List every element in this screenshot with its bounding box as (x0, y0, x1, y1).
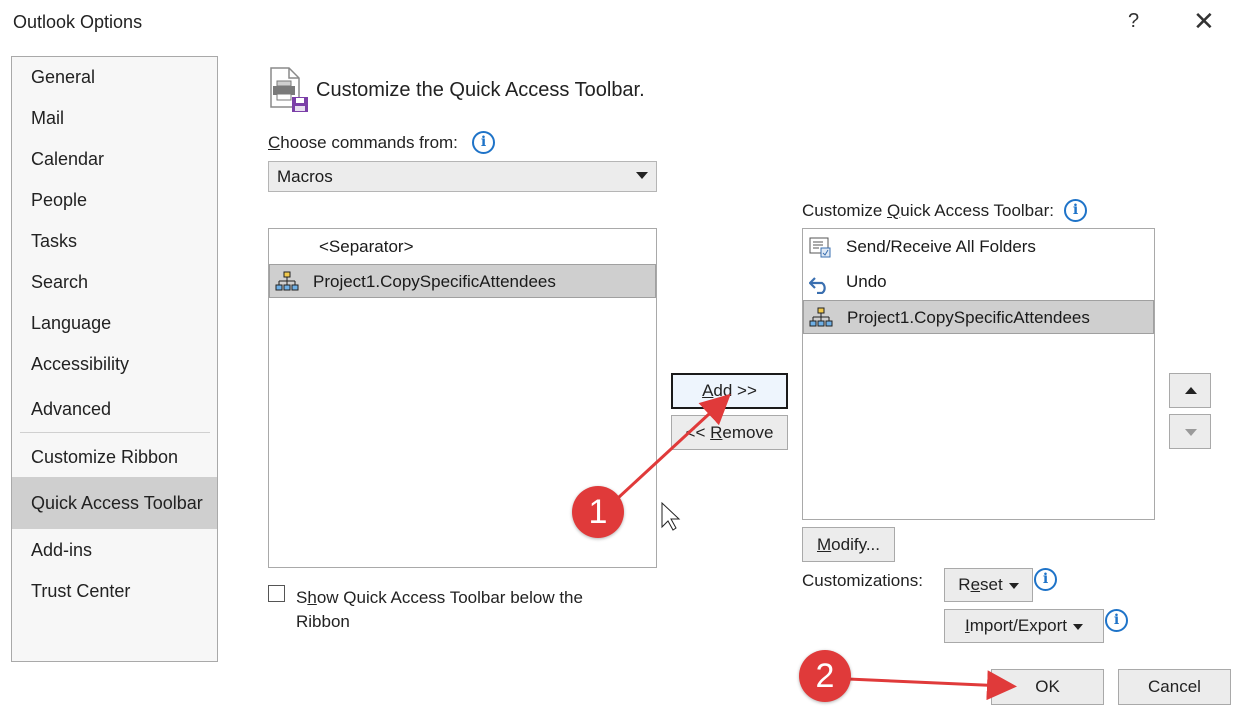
list-item-undo[interactable]: Undo (803, 265, 1154, 299)
nav-item-trust-center[interactable]: Trust Center (31, 581, 131, 601)
chevron-down-icon (1073, 623, 1084, 630)
reset-info-icon[interactable]: i (1034, 568, 1057, 591)
send-receive-icon (809, 236, 831, 270)
undo-icon (808, 272, 831, 306)
chevron-down-icon (636, 172, 648, 179)
nav-item-tasks[interactable]: Tasks (31, 231, 78, 251)
mouse-cursor-icon (661, 501, 681, 531)
cancel-button[interactable]: Cancel (1118, 669, 1231, 705)
remove-button[interactable]: << Remove (671, 415, 788, 450)
nav-item-calendar[interactable]: Calendar (31, 149, 105, 169)
close-button[interactable]: ✕ (1193, 6, 1215, 36)
list-item-macro-toolbar[interactable]: Project1.CopySpecificAttendees (803, 300, 1154, 334)
choose-commands-info-icon[interactable]: i (472, 131, 495, 154)
move-up-button[interactable] (1169, 373, 1211, 408)
triangle-up-icon (1185, 387, 1197, 394)
window-title: Outlook Options (13, 12, 143, 32)
annotation-badge-2: 2 (799, 650, 851, 702)
quick-access-toolbar-icon (268, 67, 310, 118)
help-button[interactable]: ? (1128, 10, 1140, 32)
triangle-down-icon (1185, 429, 1197, 436)
nav-item-people[interactable]: People (31, 190, 88, 210)
options-nav: General Mail Calendar People Tasks Searc… (11, 56, 218, 662)
add-button[interactable]: Add >> (671, 373, 788, 409)
annotation-arrow-2 (847, 670, 1017, 701)
chevron-down-icon (1008, 582, 1019, 589)
list-item-separator[interactable]: <Separator> (319, 237, 414, 256)
section-heading: Customize the Quick Access Toolbar. (316, 79, 645, 101)
import-export-info-icon[interactable]: i (1105, 609, 1128, 632)
nav-item-general[interactable]: General (31, 67, 96, 87)
nav-item-language[interactable]: Language (31, 313, 112, 333)
nav-divider (20, 432, 210, 433)
commands-list[interactable]: <Separator> Project1.CopySpecificAttende… (268, 228, 657, 568)
nav-item-accessibility[interactable]: Accessibility (31, 354, 130, 374)
choose-commands-dropdown[interactable]: Macros (268, 161, 657, 192)
nav-item-mail[interactable]: Mail (31, 108, 65, 128)
macro-icon (809, 307, 833, 341)
toolbar-items-list[interactable]: Send/Receive All Folders Undo Project1.C… (802, 228, 1155, 520)
toolbar-list-label: Customize Quick Access Toolbar: (802, 201, 1054, 220)
list-item-send-receive[interactable]: Send/Receive All Folders (803, 230, 1154, 264)
ok-button[interactable]: OK (991, 669, 1104, 705)
annotation-badge-1: 1 (572, 486, 624, 538)
choose-commands-label: Choose commands from: (268, 133, 458, 152)
import-export-button[interactable]: Import/Export (944, 609, 1104, 643)
move-down-button[interactable] (1169, 414, 1211, 449)
modify-button[interactable]: Modify... (802, 527, 895, 562)
nav-item-quick-access-toolbar[interactable]: Quick Access Toolbar (12, 477, 217, 529)
toolbar-info-icon[interactable]: i (1064, 199, 1087, 222)
macro-icon (275, 271, 299, 305)
list-item-macro[interactable]: Project1.CopySpecificAttendees (269, 264, 656, 298)
nav-item-advanced[interactable]: Advanced (31, 399, 112, 419)
show-below-ribbon-checkbox[interactable] (268, 585, 285, 602)
nav-item-add-ins[interactable]: Add-ins (31, 540, 93, 560)
nav-item-search[interactable]: Search (31, 272, 89, 292)
reset-button[interactable]: Reset (944, 568, 1033, 602)
customizations-label: Customizations: (802, 571, 923, 590)
nav-item-customize-ribbon[interactable]: Customize Ribbon (31, 447, 179, 467)
